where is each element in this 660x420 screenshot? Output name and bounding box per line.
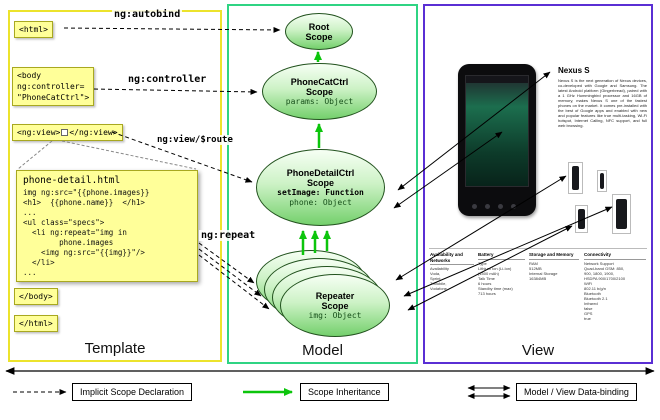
phone-detail-code-box: phone-detail.html img ng:src="{{phone.im… bbox=[16, 170, 198, 282]
ngview-tag: <ng:view> </ng:view> bbox=[12, 124, 123, 141]
ng-autobind-label: ng:autobind bbox=[112, 9, 183, 20]
view-panel-label: View bbox=[521, 342, 555, 359]
html-open-tag: <html> bbox=[14, 21, 53, 38]
phone-buttons bbox=[472, 204, 522, 210]
spec-divider bbox=[429, 248, 647, 249]
legend-double-arrow-icon bbox=[467, 385, 511, 399]
ngview-close-text: </ng:view> bbox=[69, 128, 118, 137]
phonedetailctrl-scope-func: setImage: Function bbox=[277, 187, 364, 197]
template-panel-label: Template bbox=[84, 340, 146, 357]
legend-implicit-scope-label: Implicit Scope Declaration bbox=[72, 383, 193, 401]
phone-screen bbox=[465, 75, 529, 187]
phonedetailctrl-scope-ellipse: PhoneDetailCtrl Scope setImage: Function… bbox=[256, 149, 385, 226]
repeater-scope-prop: img: Object bbox=[308, 310, 362, 320]
ng-controller-label: ng:controller bbox=[126, 74, 209, 85]
legend-data-binding-label: Model / View Data-binding bbox=[516, 383, 637, 401]
phone-name-heading: Nexus S bbox=[558, 66, 590, 75]
phone-thumbnail-4 bbox=[575, 205, 588, 233]
phone-statusbar bbox=[466, 76, 528, 83]
html-close-tag: </html> bbox=[14, 315, 58, 332]
spec-header: Connectivity bbox=[584, 252, 646, 260]
phone-description: Nexus S is the next generation of Nexus … bbox=[558, 78, 647, 128]
body-close-tag: </body> bbox=[14, 288, 58, 305]
view-panel: Nexus S Nexus S is the next generation o… bbox=[423, 4, 653, 364]
code-lines: img ng:src="{{phone.images}}<h1> {{phone… bbox=[23, 188, 150, 277]
root-scope-ellipse: Root Scope bbox=[285, 13, 353, 50]
ngview-open-text: <ng:view> bbox=[17, 128, 61, 137]
repeater-scope-ellipse: Repeater Scope img: Object bbox=[280, 274, 390, 337]
phonecatctrl-scope-prop: params: Object bbox=[285, 96, 354, 106]
spec-header: Storage and Memory bbox=[529, 252, 579, 260]
phonecatctrl-scope-title: PhoneCatCtrl Scope bbox=[290, 76, 349, 97]
ng-view-route-label: ng:view/$route bbox=[155, 135, 235, 145]
phonedetailctrl-scope-prop: phone: Object bbox=[289, 197, 352, 207]
spec-header: Battery bbox=[478, 252, 525, 260]
view-placeholder-box bbox=[61, 129, 69, 136]
nexus-phone-image bbox=[458, 64, 536, 216]
phone-thumbnail-3 bbox=[612, 194, 631, 234]
phonecatctrl-scope-ellipse: PhoneCatCtrl Scope params: Object bbox=[262, 63, 377, 120]
root-scope-title: Root Scope bbox=[305, 21, 333, 42]
phone-thumbnail-1 bbox=[568, 162, 583, 194]
model-panel-label: Model bbox=[302, 342, 343, 359]
spec-header: Availability and Networks bbox=[430, 252, 474, 265]
phone-thumbnail-2 bbox=[597, 170, 607, 192]
ng-repeat-label: ng:repeat bbox=[199, 230, 258, 241]
code-title: phone-detail.html bbox=[23, 175, 121, 186]
phonedetailctrl-scope-title: PhoneDetailCtrl Scope bbox=[286, 167, 355, 188]
legend-scope-inheritance-label: Scope Inheritance bbox=[300, 383, 389, 401]
repeater-scope-title: Repeater Scope bbox=[315, 290, 355, 311]
